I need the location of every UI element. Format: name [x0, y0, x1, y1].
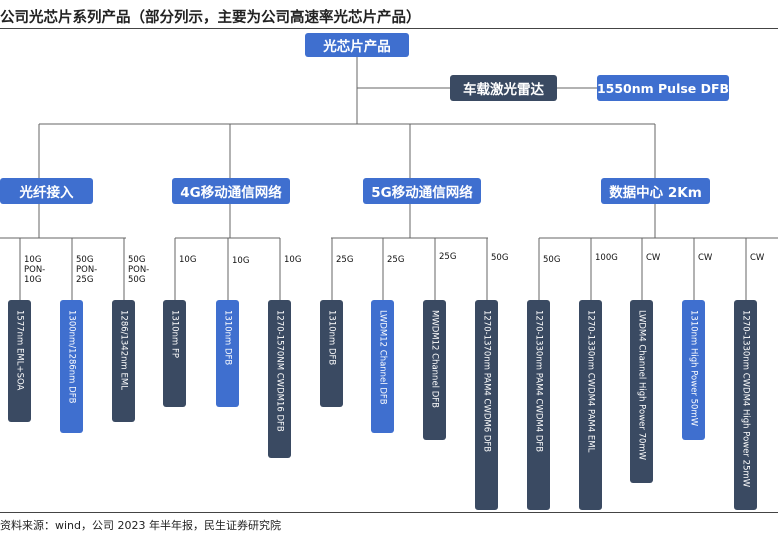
leaf-node: 1577nm EML+SOA — [8, 300, 31, 422]
speed-label: CW — [646, 253, 661, 263]
leaf-node: LWDM4 Channel High Power 70mW — [630, 300, 653, 483]
speed-label: 25G — [387, 255, 405, 265]
speed-label: 100G — [595, 253, 618, 263]
speed-label: CW — [698, 253, 713, 263]
leaf-node: 1270-1570NM CWDM16 DFB — [268, 300, 291, 458]
leaf-label: 1270-1330nm CWDM4 High Power 25mW — [740, 310, 751, 488]
leaf-label: LWDM4 Channel High Power 70mW — [636, 310, 647, 461]
leaf-node: 1270-1330nm CWDM4 PAM4 EML — [579, 300, 602, 510]
category-datacenter: 数据中心 2Km — [601, 178, 710, 204]
category-4g: 4G移动通信网络 — [172, 178, 290, 204]
title-rule — [0, 28, 778, 29]
leaf-node: MWDM12 Channel DFB — [423, 300, 446, 440]
leaf-node: 1300nm/1286nm DFB — [60, 300, 83, 433]
leaf-node: 1286/1342nm EML — [112, 300, 135, 422]
leaf-node: 1310nm DFB — [216, 300, 239, 407]
leaf-label: LWDM12 Channel DFB — [377, 310, 388, 405]
speed-label: 10G — [284, 255, 302, 265]
speed-label: 10G — [179, 255, 197, 265]
speed-label: 25G — [439, 252, 457, 262]
speed-label: CW — [750, 253, 765, 263]
speed-label: 50G PON- 25G — [76, 255, 98, 285]
leaf-label: 1310nm High Power 50mW — [688, 310, 699, 427]
leaf-node: 1270-1370nm PAM4 CWDM6 DFB — [475, 300, 498, 510]
leaf-node: 1310nm High Power 50mW — [682, 300, 705, 440]
speed-label: 10G PON- 10G — [24, 255, 46, 285]
category-fiber-access: 光纤接入 — [0, 178, 93, 204]
speed-label: 25G — [336, 255, 354, 265]
category-5g: 5G移动通信网络 — [363, 178, 481, 204]
leaf-label: 1270-1370nm PAM4 CWDM6 DFB — [481, 310, 492, 453]
lidar-node: 车载激光雷达 — [450, 75, 557, 101]
speed-label: 50G PON- 50G — [128, 255, 150, 285]
source-rule — [0, 512, 778, 513]
leaf-label: 1310nm FP — [169, 310, 180, 359]
lidar-product-node: 1550nm Pulse DFB — [597, 75, 729, 101]
leaf-label: 1270-1570NM CWDM16 DFB — [274, 310, 285, 432]
leaf-node: 1310nm FP — [163, 300, 186, 407]
leaf-label: 1310nm DFB — [326, 310, 337, 366]
source-note: 资料来源：wind，公司 2023 年半年报，民生证券研究院 — [0, 519, 281, 532]
leaf-label: 1310nm DFB — [222, 310, 233, 366]
leaf-node: 1310nm DFB — [320, 300, 343, 407]
speed-label: 50G — [491, 253, 509, 263]
leaf-node: LWDM12 Channel DFB — [371, 300, 394, 433]
leaf-node: 1270-1330nm CWDM4 High Power 25mW — [734, 300, 757, 510]
figure-title: 公司光芯片系列产品（部分列示，主要为公司高速率光芯片产品） — [0, 10, 421, 26]
leaf-label: 1300nm/1286nm DFB — [66, 310, 77, 404]
leaf-label: MWDM12 Channel DFB — [429, 310, 440, 408]
leaf-label: 1577nm EML+SOA — [14, 310, 25, 391]
leaf-label: 1270-1330nm PAM4 CWDM4 DFB — [533, 310, 544, 453]
leaf-label: 1270-1330nm CWDM4 PAM4 EML — [585, 310, 596, 453]
root-node: 光芯片产品 — [305, 33, 409, 57]
speed-label: 10G — [232, 256, 250, 266]
speed-label: 50G — [543, 255, 561, 265]
leaf-label: 1286/1342nm EML — [118, 310, 129, 390]
leaf-node: 1270-1330nm PAM4 CWDM4 DFB — [527, 300, 550, 510]
